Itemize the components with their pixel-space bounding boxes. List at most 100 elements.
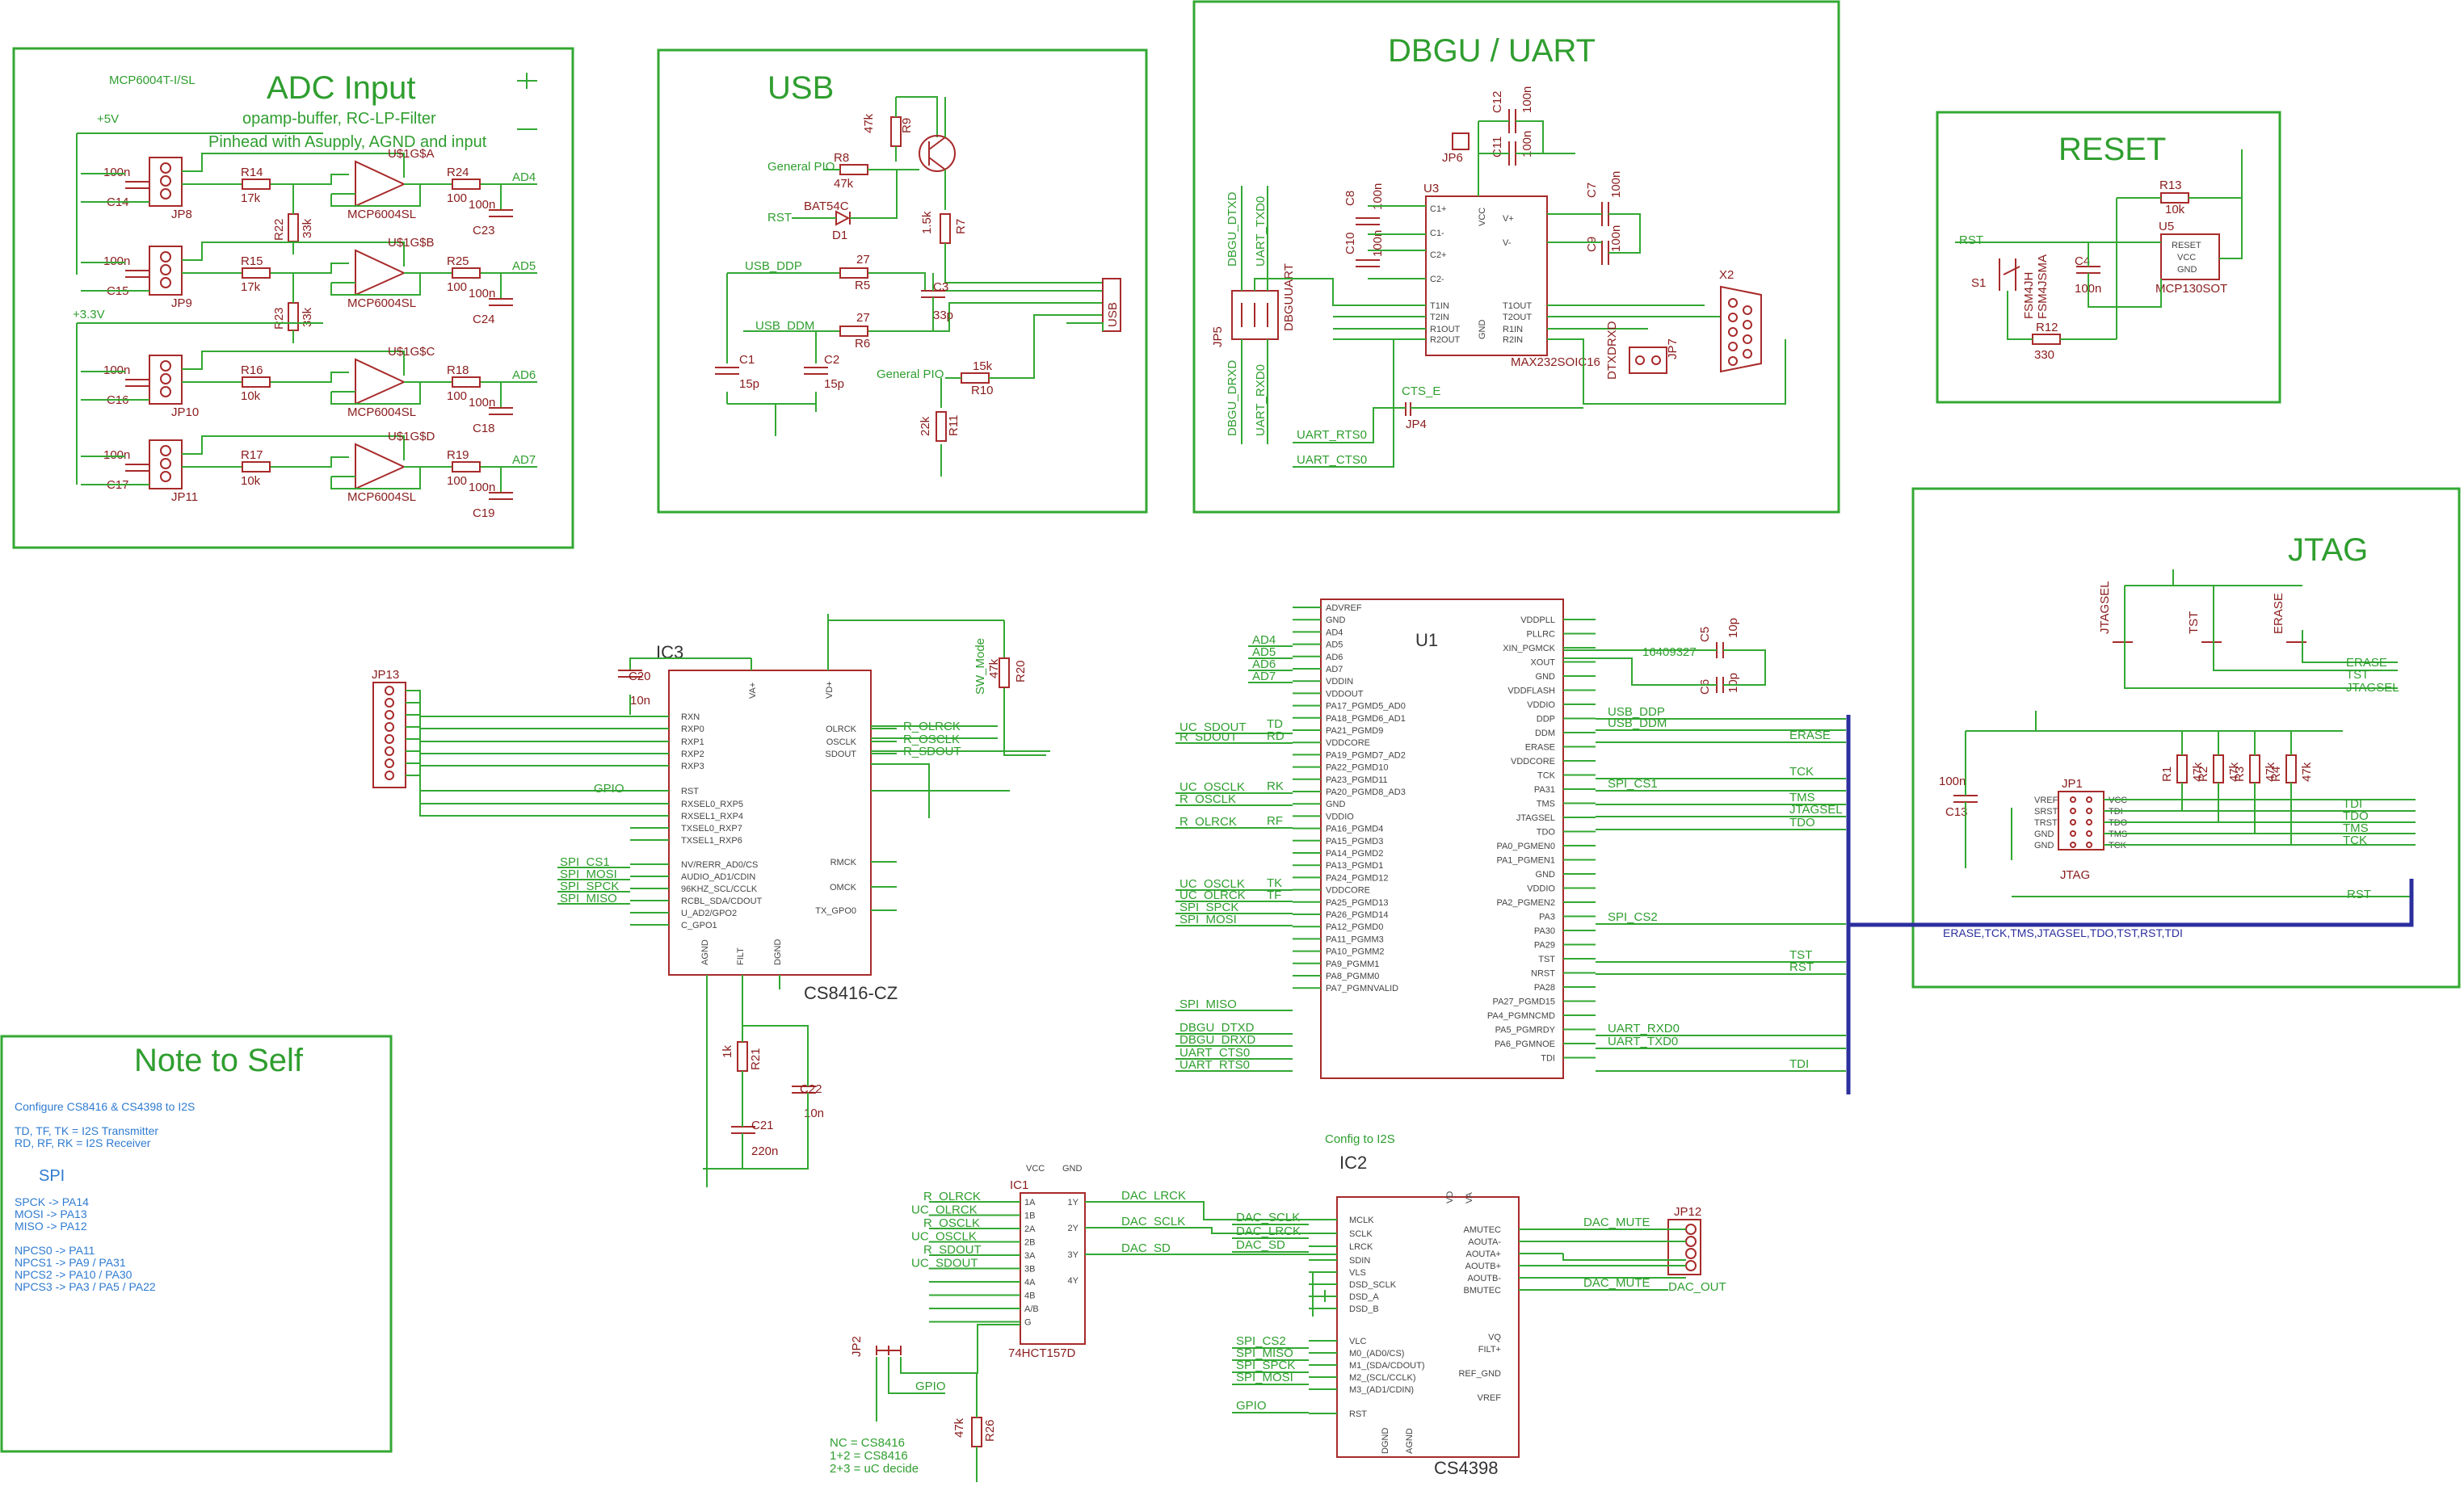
dbgu-frame bbox=[1192, 0, 1840, 514]
u1-right-pin: PA28 bbox=[1534, 983, 1555, 993]
svg-text:BAT54C: BAT54C bbox=[804, 200, 849, 213]
u1-left-pin: ADVREF bbox=[1326, 603, 1362, 613]
svg-text:JP13: JP13 bbox=[372, 668, 399, 682]
note-spi-line: MISO -> PA12 bbox=[15, 1220, 87, 1233]
svg-text:VCC: VCC bbox=[1478, 208, 1487, 226]
svg-text:27: 27 bbox=[856, 253, 870, 267]
ic2-left-net: DAC_SCLK bbox=[1236, 1211, 1300, 1224]
u1-right-pin: TDI bbox=[1541, 1054, 1555, 1064]
u1-signal: TF bbox=[1267, 888, 1281, 902]
svg-text:16409327: 16409327 bbox=[1642, 645, 1697, 659]
svg-text:R10: R10 bbox=[971, 384, 994, 397]
adc-pin bbox=[160, 458, 171, 469]
ic3-left-pin: U_AD2/GPO2 bbox=[681, 909, 737, 918]
u1-right-net: RST bbox=[1789, 960, 1814, 974]
jtag-pin bbox=[2070, 808, 2076, 814]
note-spi-line: NPCS2 -> PA10 / PA30 bbox=[15, 1268, 132, 1281]
ic1-left-net: UC_OLRCK bbox=[911, 1203, 978, 1217]
u1-left-net: SPI_MISO bbox=[1179, 998, 1237, 1011]
jtag-resistor-value: 47k bbox=[2300, 762, 2314, 782]
usb-frame bbox=[657, 48, 1148, 514]
u1-signal: RF bbox=[1267, 814, 1283, 828]
adc-r2 bbox=[452, 461, 481, 472]
u1-left-net: R_OSCLK bbox=[1179, 792, 1236, 806]
svg-text:10n: 10n bbox=[804, 1107, 824, 1120]
usb-gpio2: General PIO bbox=[877, 368, 944, 381]
svg-text:C20: C20 bbox=[629, 670, 651, 683]
adc-rp-name: R23 bbox=[272, 307, 286, 330]
svg-text:15p: 15p bbox=[824, 377, 844, 391]
ic2-left-net: SPI_SPCK bbox=[1236, 1359, 1295, 1372]
ic3-right-pin: OSCLK bbox=[826, 737, 857, 747]
ic1-right-net: DAC_SD bbox=[1121, 1241, 1171, 1255]
db9-pin bbox=[1728, 342, 1738, 351]
u1-left-pin: AD7 bbox=[1326, 665, 1343, 674]
u1-left-pin: PA21_PGMD9 bbox=[1326, 726, 1383, 736]
u1-right-net: SPI_CS1 bbox=[1608, 777, 1658, 791]
u1-left-pin: VDDIN bbox=[1326, 677, 1353, 687]
ic2-left-pin: M3_(AD1/CDIN) bbox=[1349, 1385, 1414, 1395]
dbgu-c8-c10 bbox=[1356, 217, 1380, 267]
adc-pin bbox=[160, 251, 171, 262]
svg-text:DBGUUART: DBGUUART bbox=[1282, 263, 1296, 331]
u1-left-net: AD5 bbox=[1252, 645, 1276, 659]
svg-text:C9: C9 bbox=[1585, 237, 1599, 252]
dbgu-circuit: U3 MAX232SOIC16 C1+C1-C2+C2-T1INT2INR1OU… bbox=[1211, 86, 1786, 468]
usb-diode bbox=[835, 210, 851, 226]
reset-s1 bbox=[1999, 258, 2020, 291]
u1-left-net: AD4 bbox=[1252, 633, 1276, 647]
max232-left-pin: R1OUT bbox=[1430, 325, 1461, 334]
note-title: Note to Self bbox=[134, 1043, 304, 1078]
usb-circuit: 47k R9 General PIO R8 47k RST BAT54C D1 … bbox=[715, 96, 1121, 477]
adc-pin bbox=[160, 188, 171, 200]
u1-left-pin: PA23_PGMD11 bbox=[1326, 775, 1388, 785]
svg-text:GND: GND bbox=[1062, 1164, 1083, 1174]
adc-c2-value: 100n bbox=[469, 198, 495, 212]
adc-cap-value: 100n bbox=[103, 363, 130, 377]
max232-left-pin: T1IN bbox=[1430, 301, 1449, 311]
max232-left-pin: C2- bbox=[1430, 275, 1444, 284]
adc-net-label: AD6 bbox=[512, 368, 536, 382]
ic3-r20 bbox=[999, 657, 1010, 688]
ic2-left-net: DAC_LRCK bbox=[1236, 1224, 1301, 1238]
ic1-body bbox=[1020, 1192, 1086, 1345]
adc-net-label: AD5 bbox=[512, 259, 536, 273]
note-line: Configure CS8416 & CS4398 to I2S bbox=[15, 1100, 195, 1113]
svg-text:VD: VD bbox=[1445, 1191, 1455, 1203]
adc-opamp bbox=[355, 249, 406, 296]
u1-right-net: ERASE bbox=[1789, 729, 1831, 742]
jtag-resistor-name: R1 bbox=[2160, 766, 2174, 782]
u1-right-net: USB_DDP bbox=[1608, 705, 1665, 719]
adc-rp-value: 33k bbox=[301, 307, 314, 327]
u1-name: U1 bbox=[1415, 630, 1438, 650]
svg-text:C11: C11 bbox=[1491, 136, 1504, 158]
u1-right-net: JTAGSEL bbox=[1789, 803, 1843, 817]
u1-left-net: UART_RTS0 bbox=[1179, 1058, 1250, 1072]
adc-cap-value: 100n bbox=[103, 166, 130, 179]
u1-right-pin: DDP bbox=[1537, 715, 1555, 724]
svg-text:JP1: JP1 bbox=[2062, 777, 2083, 791]
u1-left-pin: PA22_PGMD10 bbox=[1326, 763, 1388, 773]
adc-pin bbox=[160, 373, 171, 384]
svg-text:220n: 220n bbox=[751, 1144, 778, 1158]
adc-r1-name: R17 bbox=[241, 448, 263, 462]
ic2-left-net: DAC_SD bbox=[1236, 1238, 1285, 1252]
svg-text:R26: R26 bbox=[983, 1419, 997, 1442]
svg-text:DGND: DGND bbox=[773, 939, 783, 965]
u1-right-pin: VDDPLL bbox=[1520, 615, 1555, 625]
adc-c2-value: 100n bbox=[469, 396, 495, 410]
ic3-right-pin: OLRCK bbox=[826, 724, 857, 734]
adc-frame bbox=[12, 47, 574, 549]
adc-jp: JP11 bbox=[171, 490, 198, 504]
svg-text:MAX232SOIC16: MAX232SOIC16 bbox=[1511, 355, 1600, 369]
jtag-title: JTAG bbox=[2288, 532, 2368, 568]
ic3-left-pin: 96KHZ_SCL/CCLK bbox=[681, 884, 758, 894]
svg-text:10p: 10p bbox=[1726, 673, 1740, 693]
u1-left-pin: PA17_PGMD5_AD0 bbox=[1326, 702, 1406, 712]
usb-c1 bbox=[715, 367, 739, 375]
usb-transistor bbox=[919, 135, 956, 172]
u1-right-pin: PA1_PGMEN1 bbox=[1496, 856, 1555, 866]
ic2-left-pin: VLS bbox=[1349, 1268, 1366, 1278]
jtag-resistor bbox=[2176, 754, 2188, 783]
